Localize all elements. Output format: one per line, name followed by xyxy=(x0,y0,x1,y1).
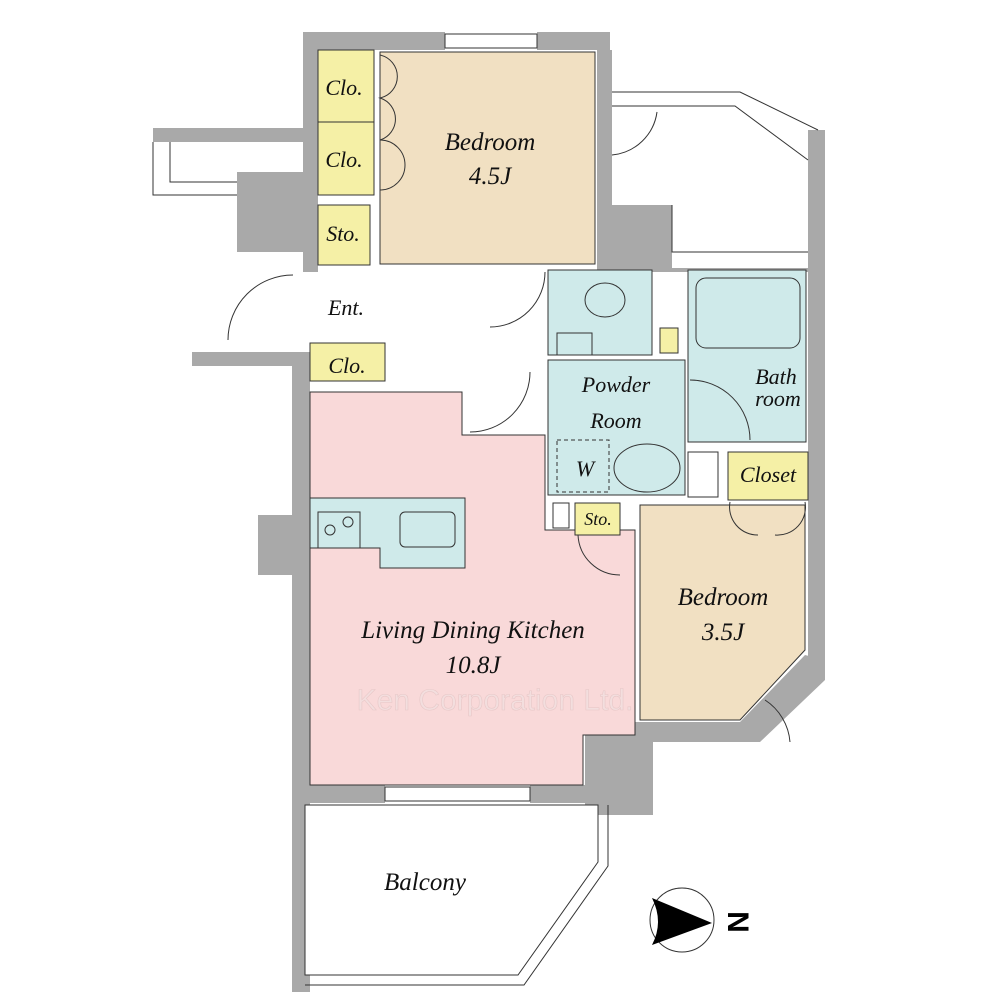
sto-1-label: Sto. xyxy=(326,221,360,246)
kitchen-sink xyxy=(399,511,456,548)
ldk-name: Living Dining Kitchen xyxy=(360,617,585,644)
powder-room xyxy=(547,359,686,496)
north-label: N xyxy=(721,911,754,933)
watermark: Ken Corporation Ltd. xyxy=(357,684,634,717)
walls xyxy=(153,32,825,992)
exterior-lines xyxy=(152,33,819,802)
bathroom-label-2: room xyxy=(755,386,801,411)
bedroom-second-name: Bedroom xyxy=(678,584,769,611)
ldk-size: 10.8J xyxy=(446,652,503,679)
storage-2 xyxy=(574,502,621,536)
clo-2-label: Clo. xyxy=(325,147,362,172)
sto-2-label: Sto. xyxy=(584,509,612,529)
bedroom-main-name: Bedroom xyxy=(445,129,536,156)
entrance-label: Ent. xyxy=(327,295,364,320)
room-fills xyxy=(304,49,809,986)
balcony-label: Balcony xyxy=(384,869,467,896)
closet-entrance xyxy=(309,342,386,382)
powder-room-label-1: Powder xyxy=(581,372,651,397)
bathtub xyxy=(695,277,801,349)
closet-1 xyxy=(317,49,375,123)
toilet-room xyxy=(547,269,653,356)
toilet xyxy=(584,282,626,318)
powder-room-label-2: Room xyxy=(589,408,641,433)
ldk xyxy=(309,391,636,786)
clo-1-label: Clo. xyxy=(325,75,362,100)
stove xyxy=(317,511,361,549)
washer-label: W xyxy=(576,456,596,481)
clo-3-label: Clo. xyxy=(328,353,365,378)
bedroom-3-5j xyxy=(639,504,806,721)
compass: N xyxy=(649,887,754,953)
washer-space xyxy=(556,439,610,493)
balcony xyxy=(304,804,599,976)
kitchen-counter xyxy=(309,497,466,569)
closet-2 xyxy=(317,121,375,196)
closet-bedroom xyxy=(727,451,809,501)
north-arrow-icon xyxy=(652,898,712,945)
bathroom-label-1: Bath xyxy=(755,364,797,389)
sink xyxy=(613,443,681,493)
closet-label: Closet xyxy=(740,462,797,487)
storage-1 xyxy=(317,204,371,266)
bedroom-second-size: 3.5J xyxy=(701,619,746,646)
doors xyxy=(227,54,806,743)
bedroom-main-size: 4.5J xyxy=(469,163,513,190)
bedroom-4-5j xyxy=(379,51,596,265)
